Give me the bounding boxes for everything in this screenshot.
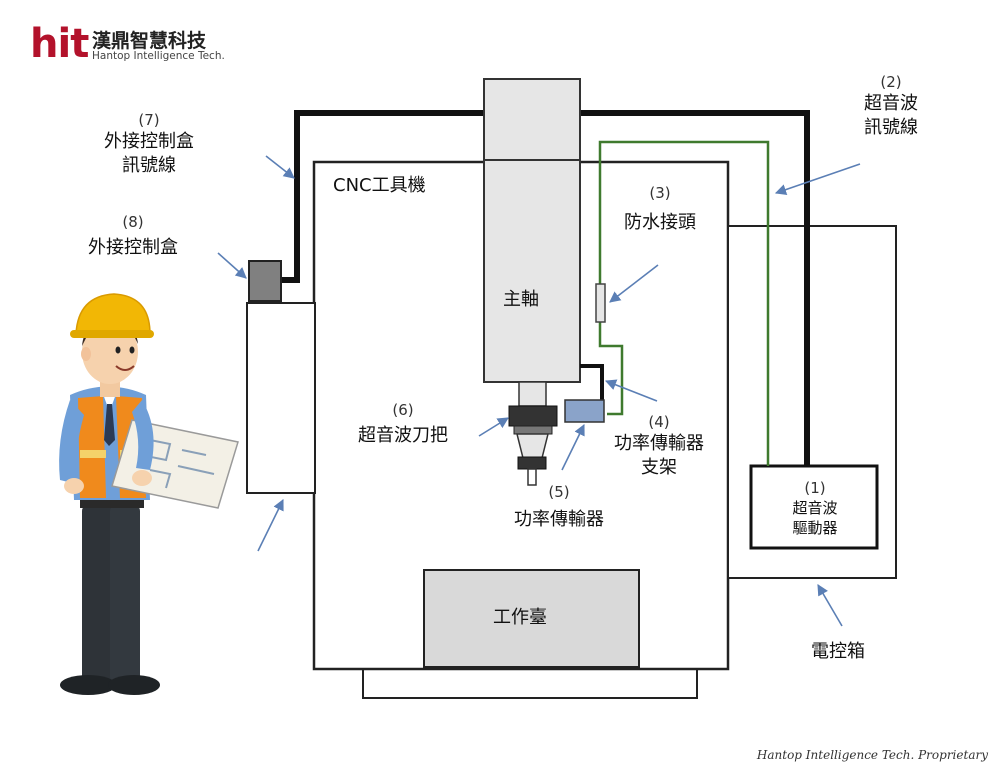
item1-label: (1) 超音波 驅動器: [782, 478, 848, 538]
waterproof-connector: [595, 283, 606, 323]
arrow-side-panel: [257, 498, 284, 552]
arrow-tool-holder: [478, 417, 509, 437]
logo-company-name-zh: 漢鼎智慧科技: [92, 30, 207, 52]
arrow-bracket: [604, 379, 658, 402]
item6-number: (6): [392, 401, 414, 419]
logo-mark: hit: [30, 21, 89, 67]
item1-number: (1): [804, 479, 826, 497]
power-transmitter: [564, 399, 605, 423]
arrow-power-transmitter: [561, 423, 585, 471]
ultrasonic-driver-box: [749, 464, 879, 550]
item4-number: (4): [648, 413, 670, 431]
footer-proprietary-note: Hantop Intelligence Tech. Proprietary: [756, 748, 988, 762]
control-cabinet-label: 電控箱: [811, 641, 865, 662]
arrow-waterproof-connector: [609, 264, 659, 303]
worktable-label: 工作臺: [493, 607, 547, 628]
worker-illustration: [59, 293, 239, 695]
item5-text-line1: 功率傳輸器: [514, 509, 604, 530]
item8-text-line1: 外接控制盒: [88, 237, 178, 258]
arrow-external-box: [217, 252, 247, 279]
machine-base: [362, 667, 698, 699]
item7-number: (7): [138, 111, 160, 129]
item7-text-line2: 訊號線: [122, 155, 176, 176]
item3-label: (3) 防水接頭: [618, 183, 702, 235]
arrow-control-cabinet: [817, 584, 843, 627]
cutting-tool: [527, 468, 537, 486]
cnc-machine-label: CNC工具機: [333, 175, 426, 196]
item3-number: (3): [649, 184, 671, 202]
item6-text-line1: 超音波刀把: [358, 425, 448, 446]
side-panel: [246, 302, 316, 494]
tool-collet: [517, 456, 547, 470]
arrow-signal-cable: [774, 163, 861, 196]
item5-label: (5) 功率傳輸器: [496, 482, 622, 532]
spindle-label: 主軸: [503, 289, 539, 310]
power-transmitter-bracket: [580, 364, 604, 400]
item1-text-line1: 超音波: [792, 499, 838, 517]
item8-label: (8) 外接控制盒: [72, 212, 194, 260]
worktable-box: [423, 569, 640, 668]
item1-text-line2: 驅動器: [792, 519, 838, 537]
item2-number: (2): [880, 73, 902, 91]
arrow-external-cable: [265, 155, 295, 179]
external-control-signal-cable: [282, 110, 810, 466]
item2-text-line1: 超音波: [864, 93, 918, 114]
item8-number: (8): [122, 213, 144, 231]
item4-text-line1: 功率傳輸器: [614, 433, 704, 454]
item5-number: (5): [548, 483, 570, 501]
item3-text-line1: 防水接頭: [624, 212, 696, 233]
item4-label: (4) 功率傳輸器 支架: [598, 412, 720, 480]
item2-text-line2: 訊號線: [864, 117, 918, 138]
item6-label: (6) 超音波刀把: [344, 400, 462, 448]
spindle-nose: [518, 381, 547, 407]
item4-text-line2: 支架: [641, 457, 677, 478]
spindle-head: [483, 78, 581, 161]
item7-text-line1: 外接控制盒: [104, 131, 194, 152]
tool-holder-taper: [516, 433, 549, 459]
spindle-body: [483, 159, 581, 383]
ultrasonic-tool-holder: [508, 405, 558, 427]
ultrasonic-signal-cable: [598, 140, 770, 466]
item7-label: (7) 外接控制盒 訊號線: [88, 110, 210, 178]
item2-label: (2) 超音波 訊號線: [855, 72, 927, 140]
logo-company-name-en: Hantop Intelligence Tech.: [92, 50, 225, 62]
tool-holder-ring: [513, 425, 553, 435]
external-control-box: [248, 260, 282, 302]
